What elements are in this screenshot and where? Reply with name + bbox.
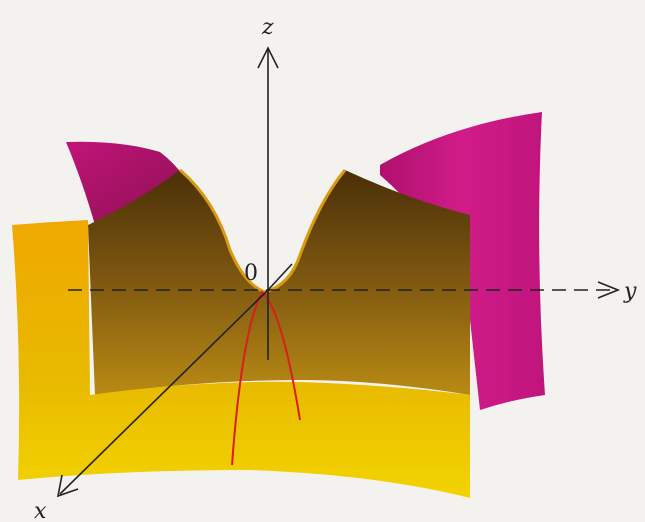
origin-tick: [267, 263, 293, 291]
trace-curve: [231, 290, 301, 466]
y-axis-label: y: [623, 279, 637, 304]
origin-label: 0: [244, 261, 258, 286]
x-axis-line: [59, 289, 269, 495]
x-axis-arrowhead: [56, 474, 79, 498]
z-axis-arrowhead: [257, 46, 279, 69]
y-axis-arrowhead: [597, 281, 621, 299]
inner-saddle-surface: [88, 170, 470, 395]
z-axis-label: z: [261, 15, 274, 40]
x-axis-label: x: [34, 499, 47, 522]
